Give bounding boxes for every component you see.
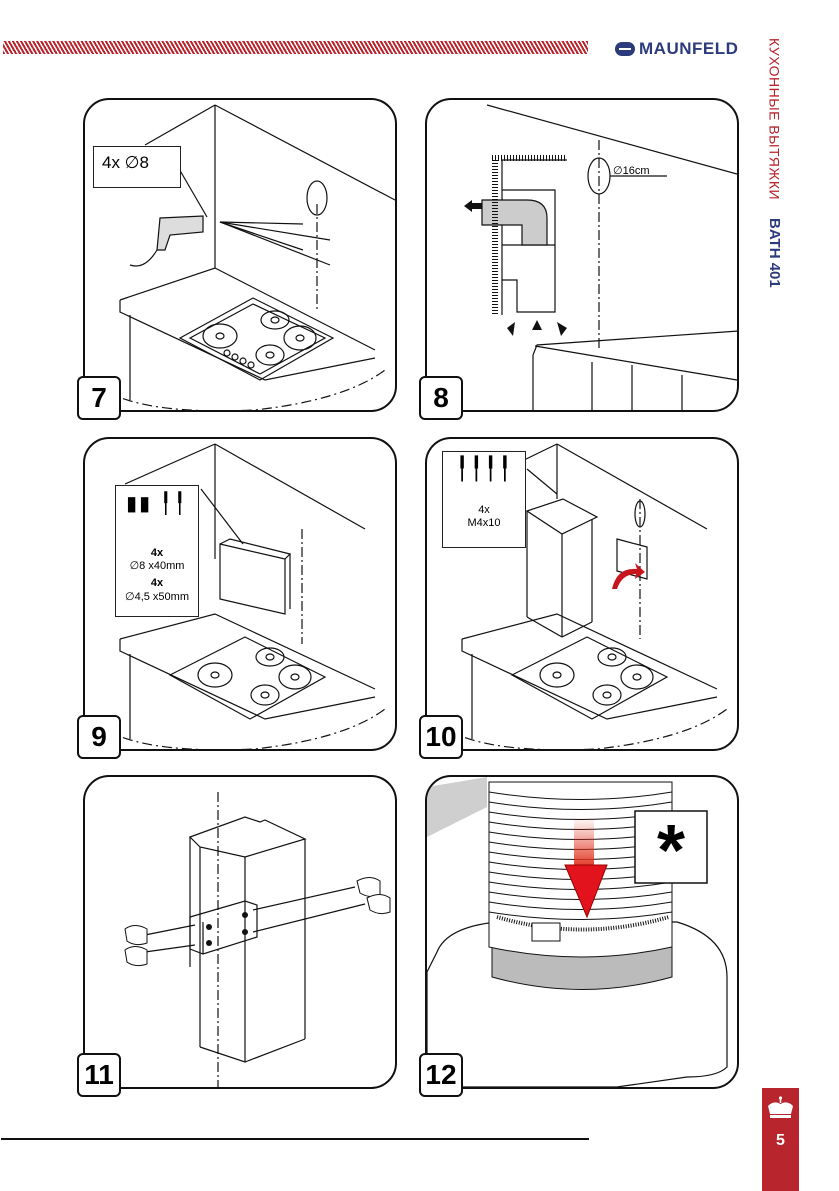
asterisk-note: *	[657, 811, 685, 891]
step-11-illustration	[124, 792, 391, 1087]
down-arrow-shaft	[574, 817, 594, 869]
anchor-and-screw-icon: ▮▮ ╿╿	[126, 493, 188, 515]
step-11-panel: 11	[77, 775, 397, 1097]
red-arrow-icon	[612, 563, 645, 589]
step-9-illustration	[104, 443, 386, 749]
down-arrow-icon	[564, 864, 608, 919]
step-9-panel: ▮▮ ╿╿ 4x ∅8 x40mm 4x ∅4,5 x50mm 9	[77, 437, 397, 759]
step-7-illustration	[104, 104, 395, 410]
anchor-qty: 4x	[150, 547, 164, 559]
page-number-tab: 5	[762, 1088, 799, 1191]
side-label: КУХОННЫЕ ВЫТЯЖКИ BATH 401	[766, 38, 783, 288]
brand-mark-icon	[615, 42, 635, 56]
step-7-callout: 4x ∅8	[93, 146, 181, 188]
step-9-number: 9	[77, 715, 121, 759]
step-11-number: 11	[77, 1053, 121, 1097]
anchor-size: ∅8 x40mm	[129, 560, 185, 573]
step-7-panel: 4x ∅8 7	[77, 98, 397, 420]
screw-size: ∅4,5 x50mm	[125, 590, 189, 603]
asterisk-box	[634, 810, 708, 884]
step-10-number: 10	[419, 715, 463, 759]
step-8-panel: ∅16cm 8	[419, 98, 739, 420]
brand-logo: MAUNFELD	[615, 38, 738, 60]
step-9-callout: ▮▮ ╿╿ 4x ∅8 x40mm 4x ∅4,5 x50mm	[115, 485, 199, 617]
screw-size: M4x10	[467, 517, 501, 530]
step-8-number: 8	[419, 376, 463, 420]
step-12-illustration: *	[427, 777, 728, 1087]
category-label: КУХОННЫЕ ВЫТЯЖКИ	[766, 38, 783, 201]
page-number: 5	[776, 1132, 785, 1149]
screw-qty: 4x	[150, 577, 164, 590]
step-7-number: 7	[77, 376, 121, 420]
screw-qty: 4x	[478, 504, 490, 516]
crown-icon	[768, 1096, 793, 1118]
footer-rule	[1, 1138, 589, 1140]
header-hatch-bar	[3, 41, 588, 54]
model-label: BATH 401	[766, 218, 783, 288]
step-10-panel: ╿╿╿╿ 4x M4x10 10	[419, 437, 739, 759]
step-8-illustration: ∅16cm	[464, 104, 737, 410]
screws-icon: ╿╿╿╿	[455, 456, 513, 481]
step-12-number: 12	[419, 1053, 463, 1097]
brand-name: MAUNFELD	[639, 39, 739, 58]
step-10-callout: ╿╿╿╿ 4x M4x10	[442, 451, 526, 548]
step-8-diameter-label: ∅16cm	[613, 165, 649, 177]
step-10-illustration	[446, 443, 728, 749]
step-12-panel: * 12	[419, 775, 739, 1097]
